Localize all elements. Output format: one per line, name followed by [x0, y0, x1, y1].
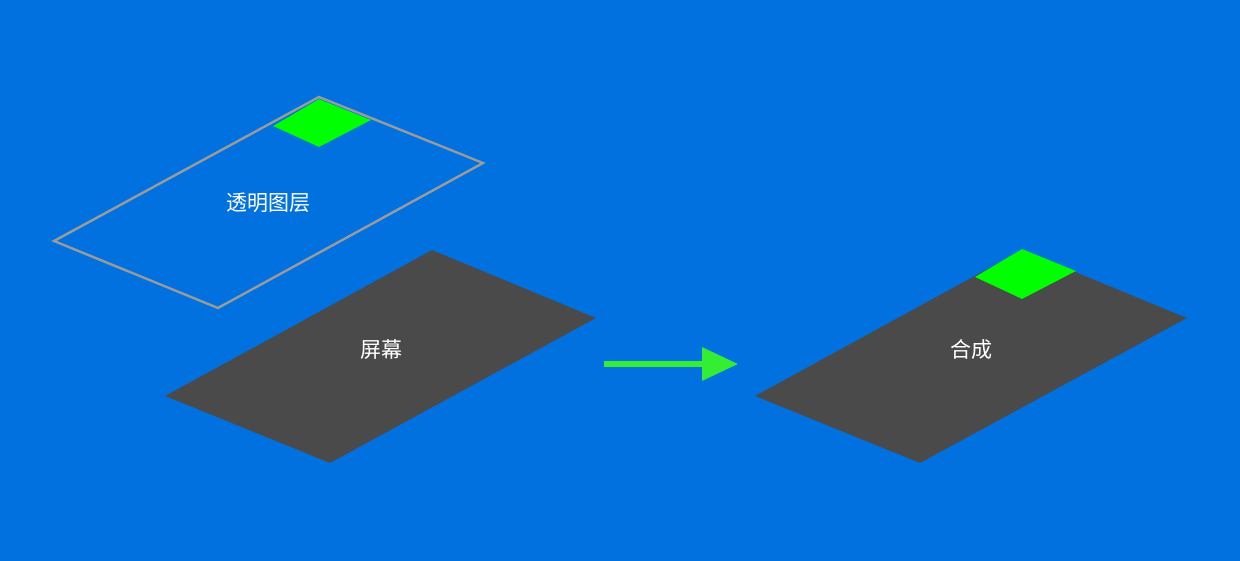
screen-slab: [165, 250, 596, 463]
screen-label: 屏幕: [360, 338, 402, 362]
composite-green-tile: [975, 249, 1076, 299]
transparent-layer-label: 透明图层: [226, 191, 310, 215]
composite-slab: [755, 250, 1187, 463]
compose-arrow-icon: [604, 347, 738, 381]
composite-label: 合成: [950, 338, 992, 362]
transparent-layer-outline: [51, 95, 486, 310]
transparent-layer-green-tile: [273, 99, 371, 147]
